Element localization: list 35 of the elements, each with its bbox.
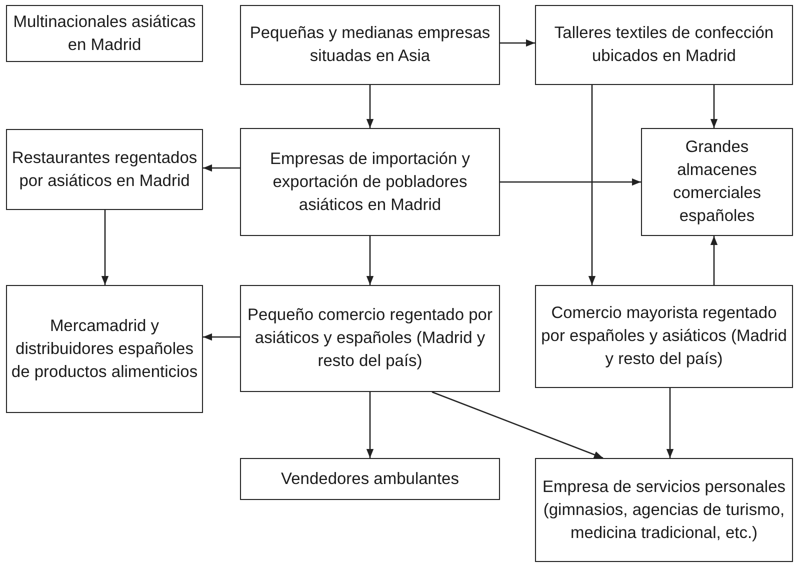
arrow [203, 164, 240, 172]
box-text: Empresa de servicios personales (gimnasios, agencias de turismo, medicina tradicional, etc.) [541, 476, 787, 544]
box-text: Talleres textiles de confección ubicados en Madrid [553, 23, 775, 67]
arrow [366, 392, 374, 458]
box-text: Empresas de importación y exportación de pobladores asiáticos en Madrid [269, 148, 471, 216]
arrow [432, 391, 604, 459]
process-box [535, 5, 793, 85]
process-box [6, 285, 203, 413]
process-box [641, 128, 793, 236]
process-box [240, 5, 500, 85]
arrow [366, 85, 374, 128]
box-text: Vendedores ambulantes [281, 468, 459, 490]
arrow [366, 236, 374, 285]
arrow [710, 236, 718, 285]
box-text: Grandes almacenes comerciales españoles [672, 137, 762, 227]
box-text: Pequeñas y medianas empresas situadas en Asia [248, 23, 492, 67]
process-box [535, 458, 793, 562]
arrow [500, 39, 535, 47]
box-text: Restaurantes regentados por asiáticos en Madrid [11, 148, 198, 192]
arrow [710, 85, 718, 128]
box-text: Mercamadrid y distribuidores españoles de productos alimenticios [11, 316, 198, 382]
process-box [535, 285, 793, 388]
process-box [240, 458, 500, 500]
process-box [240, 285, 500, 392]
arrow [203, 333, 240, 341]
arrow [500, 178, 641, 186]
process-box [6, 5, 203, 62]
arrow [666, 388, 674, 458]
process-box [6, 129, 203, 210]
box-text: Multinacionales asiáticas en Madrid [12, 12, 197, 56]
box-text: Comercio mayorista regentado por españoles y asiáticos (Madrid y resto del país) [540, 303, 788, 370]
box-text: Pequeño comercio regentado por asiáticos y españoles (Madrid y resto del país) [246, 305, 494, 372]
process-box [240, 128, 500, 236]
arrow [101, 210, 109, 285]
arrow [588, 85, 596, 285]
